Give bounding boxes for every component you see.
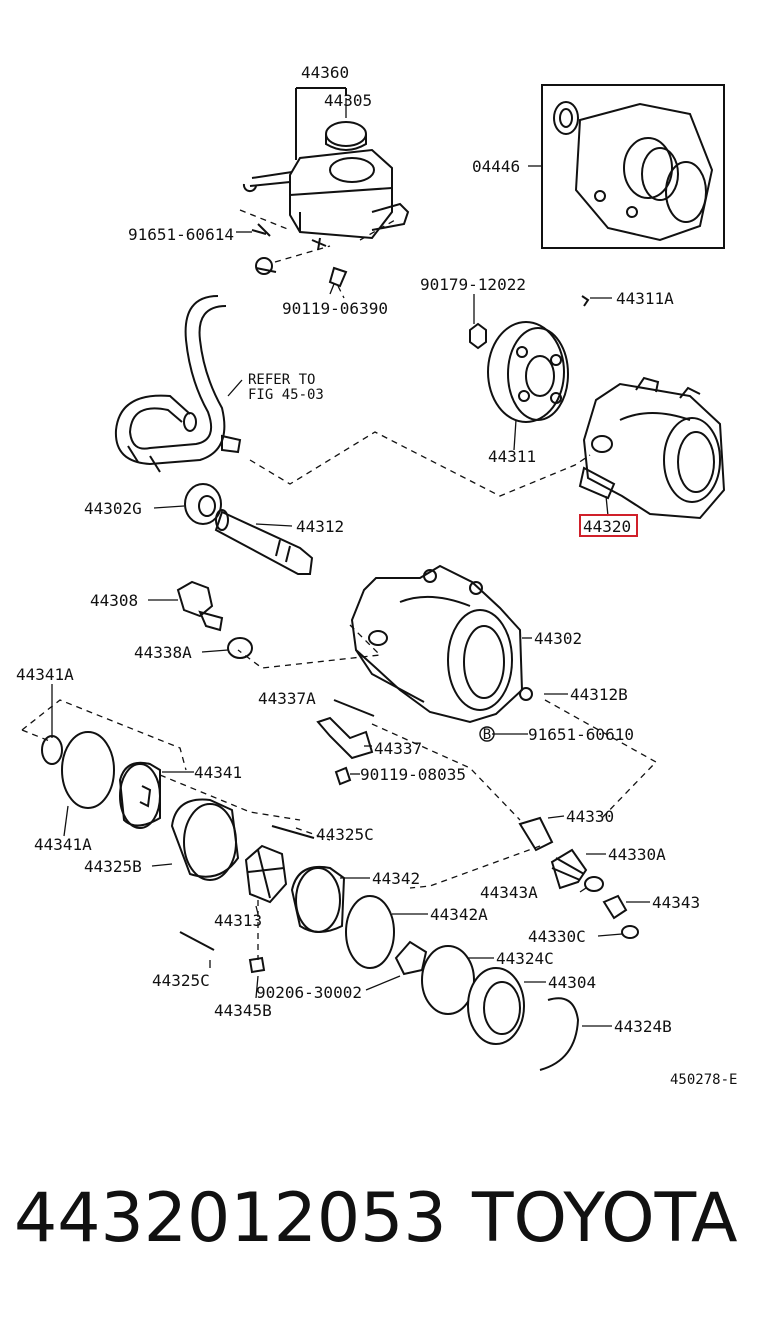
label-44305: 44305 bbox=[324, 91, 372, 110]
label-44311A: 44311A bbox=[616, 289, 674, 308]
reservoir-tank-drawing bbox=[239, 87, 410, 299]
label-44343A: 44343A bbox=[480, 883, 538, 902]
label-44341A-top: 44341A bbox=[16, 665, 74, 684]
label-44313: 44313 bbox=[214, 911, 262, 930]
label-44325B: 44325B bbox=[84, 857, 142, 876]
label-44302: 44302 bbox=[534, 629, 582, 648]
label-44320: 44320 bbox=[583, 517, 631, 536]
badge-b: B bbox=[479, 726, 495, 743]
label-44302G: 44302G bbox=[84, 499, 142, 518]
label-90206-30002: 90206-30002 bbox=[256, 983, 362, 1002]
svg-text:B: B bbox=[483, 727, 491, 743]
housing-drawing bbox=[350, 564, 524, 724]
label-44330A: 44330A bbox=[608, 845, 666, 864]
gasket-kit-box bbox=[541, 84, 725, 249]
label-44304: 44304 bbox=[548, 973, 596, 992]
label-44342A: 44342A bbox=[430, 905, 488, 924]
label-44341A-bottom: 44341A bbox=[34, 835, 92, 854]
label-44324B: 44324B bbox=[614, 1017, 672, 1036]
footer: 4432012053 TOYOTA bbox=[0, 1185, 760, 1305]
label-44360: 44360 bbox=[301, 63, 349, 82]
label-90179-12022: 90179-12022 bbox=[420, 275, 526, 294]
label-44338A: 44338A bbox=[134, 643, 192, 662]
label-44330C: 44330C bbox=[528, 927, 586, 946]
label-44325C: 44325C bbox=[316, 825, 374, 844]
shaft-drawing bbox=[184, 483, 314, 575]
label-44324C: 44324C bbox=[496, 949, 554, 968]
label-44325C-bottom: 44325C bbox=[152, 971, 210, 990]
drawing-code: 450278-E bbox=[670, 1072, 737, 1088]
label-44341: 44341 bbox=[194, 763, 242, 782]
refer-to-line1: REFER TO bbox=[248, 372, 315, 388]
label-44342: 44342 bbox=[372, 869, 420, 888]
end-cover-drawing bbox=[290, 816, 639, 1071]
label-44312: 44312 bbox=[296, 517, 344, 536]
label-04446: 04446 bbox=[472, 157, 520, 176]
rotor-set-drawing bbox=[41, 731, 315, 974]
valve-fitting-drawing bbox=[316, 687, 533, 786]
label-44308: 44308 bbox=[90, 591, 138, 610]
label-91651-60610: 91651-60610 bbox=[528, 725, 634, 744]
brand-name: TOYOTA bbox=[472, 1179, 738, 1258]
label-90119-08035: 90119-08035 bbox=[360, 765, 466, 784]
highlight-box bbox=[579, 514, 638, 537]
part-labels: 44360 44305 04446 91651-60614 90119-0639… bbox=[16, 63, 737, 1088]
dashed-connectors bbox=[21, 431, 658, 960]
fitting-drawing bbox=[176, 580, 253, 659]
hose-drawing bbox=[114, 295, 242, 473]
label-90119-06390: 90119-06390 bbox=[282, 299, 388, 318]
label-91651-60614: 91651-60614 bbox=[128, 225, 234, 244]
refer-to-line2: FIG 45-03 bbox=[248, 387, 324, 403]
leader-lines bbox=[51, 98, 650, 1027]
label-44345B: 44345B bbox=[214, 1001, 272, 1020]
label-44343: 44343 bbox=[652, 893, 700, 912]
pulley-drawing bbox=[469, 295, 590, 423]
pump-assembly-drawing bbox=[578, 376, 726, 520]
parts-diagram: B 44360 44305 04446 91651-60614 90119-06… bbox=[16, 63, 737, 1088]
part-number: 4432012053 bbox=[14, 1179, 447, 1258]
label-44337: 44337 bbox=[374, 739, 422, 758]
label-44311: 44311 bbox=[488, 447, 536, 466]
label-44312B: 44312B bbox=[570, 685, 628, 704]
label-44337A: 44337A bbox=[258, 689, 316, 708]
label-44330: 44330 bbox=[566, 807, 614, 826]
